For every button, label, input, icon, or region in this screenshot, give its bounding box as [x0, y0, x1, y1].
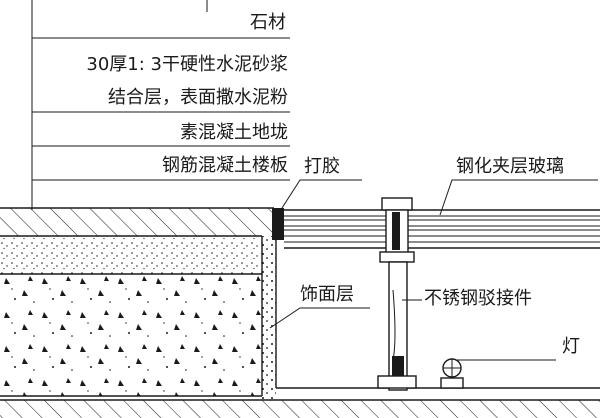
- callout-fitting: 不锈钢驳接件: [424, 288, 532, 309]
- sealant-joint: [272, 208, 284, 240]
- callout-leaders: [269, 179, 598, 361]
- label-rc-slab: 钢筋混凝土楼板: [162, 155, 288, 176]
- callout-sealant: 打胶: [304, 156, 340, 177]
- finish-layer: [261, 236, 600, 401]
- callout-glass: 钢化夹层玻璃: [456, 156, 564, 177]
- label-mortar-bed: 30厚1: 3干硬性水泥砂浆: [86, 54, 288, 75]
- stone-layer: [0, 207, 274, 237]
- label-concrete-ridge: 素混凝土地垅: [180, 122, 288, 143]
- lamp-fixture: [440, 358, 464, 389]
- rc-slab-layer: [0, 399, 600, 418]
- callout-lamp: 灯: [562, 336, 580, 357]
- label-stone: 石材: [250, 12, 286, 33]
- callout-finish: 饰面层: [300, 284, 354, 305]
- stainless-fitting: [377, 197, 417, 391]
- laminated-glass-panel: [284, 209, 600, 249]
- label-leader-frame: [31, 0, 290, 210]
- mortar-bed-layer: [0, 236, 262, 274]
- label-bond-layer: 结合层，表面撒水泥粉: [108, 87, 288, 108]
- concrete-ridge-block: [0, 274, 262, 397]
